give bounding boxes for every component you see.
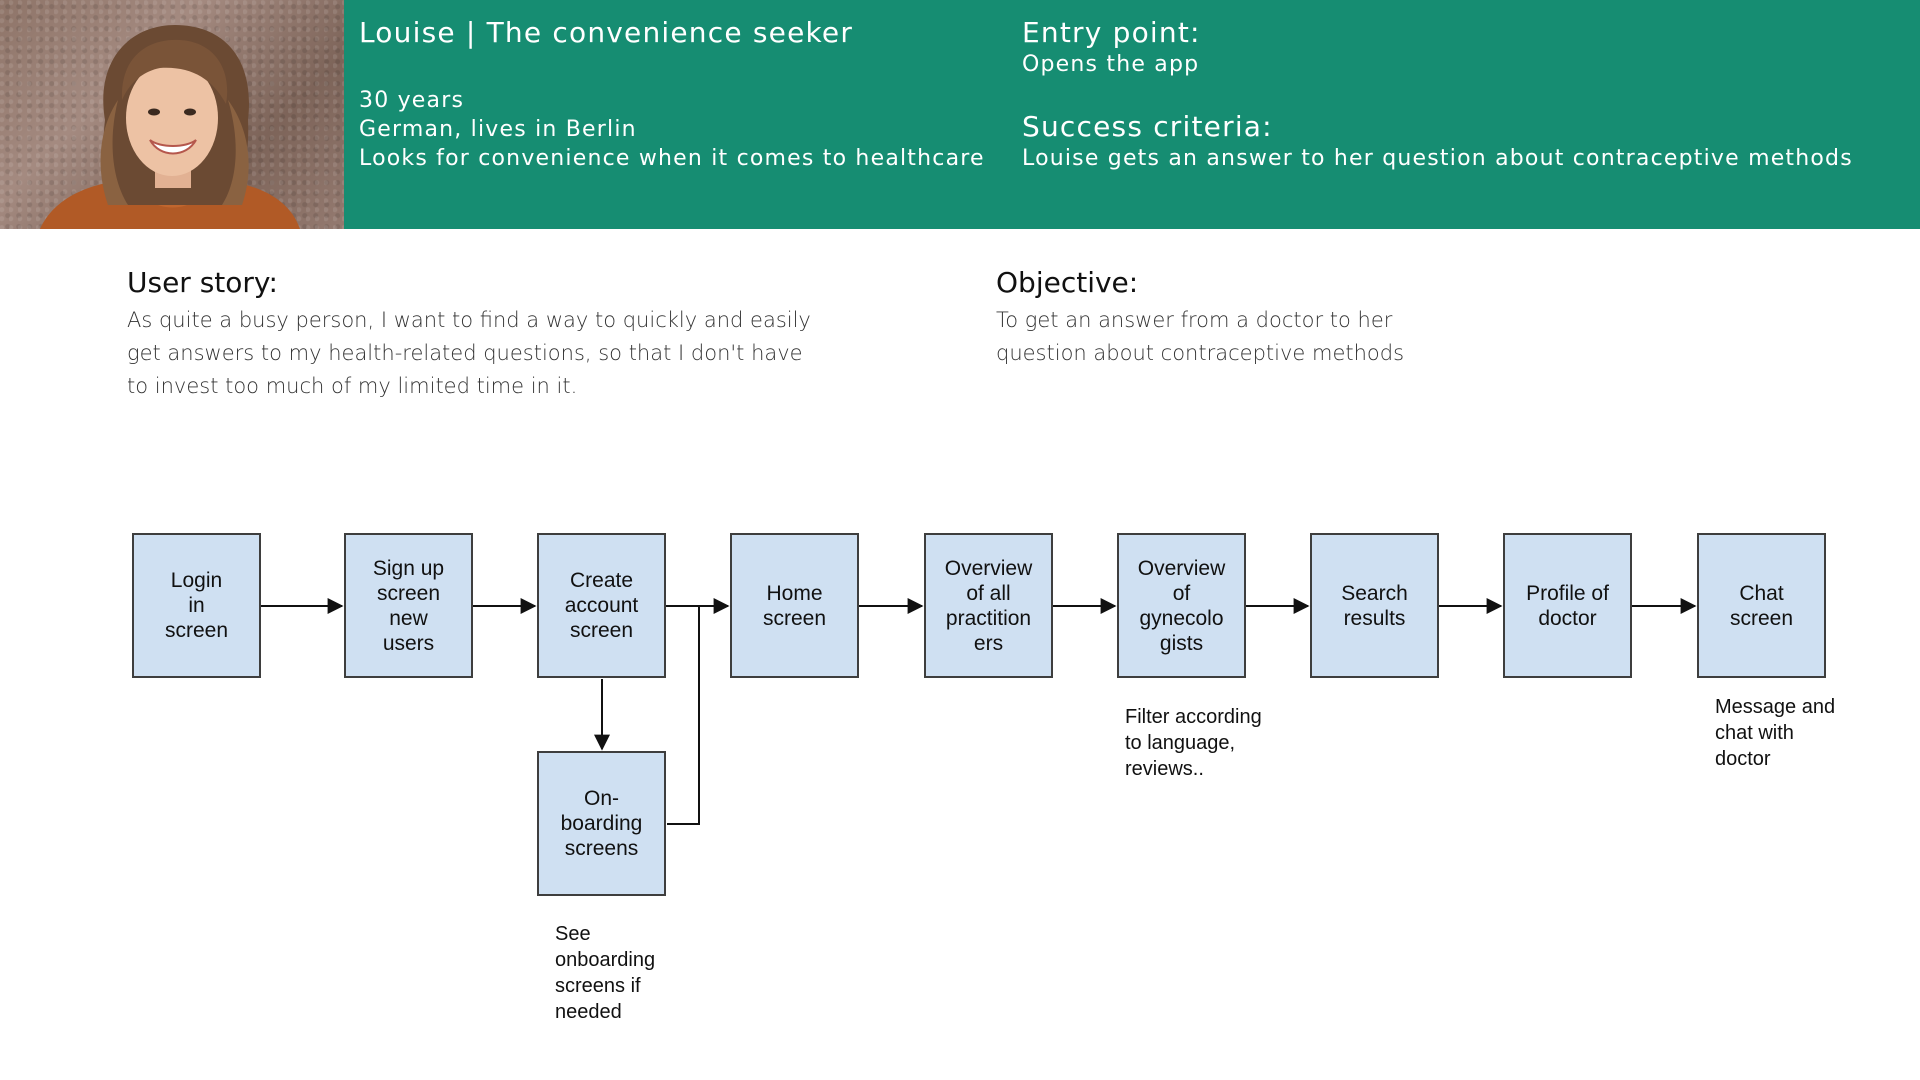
node-doctor-profile: Profile of doctor (1503, 533, 1632, 678)
entry-point-title: Entry point: (1022, 16, 1201, 49)
connector-onboarding-home (667, 606, 700, 825)
note-message-chat: Message and chat with doctor (1715, 696, 1836, 770)
node-login-screen: Login in screen (132, 533, 261, 678)
node-chat-screen: Chat screen (1697, 533, 1826, 678)
persona-age: 30 years (359, 88, 465, 113)
node-signup-screen: Sign up screen new users (344, 533, 473, 678)
user-story-title: User story: (127, 266, 278, 299)
persona-details: 30 years German, lives in Berlin Looks f… (359, 86, 985, 173)
node-practitioners-overview: Overview of all practition ers (924, 533, 1053, 678)
entry-point-value: Opens the app (1022, 52, 1200, 77)
node-gynecologists-overview: Overview of gynecolo gists (1117, 533, 1246, 678)
user-story-text: As quite a busy person, I want to find a… (127, 308, 811, 398)
objective-text: To get an answer from a doctor to her qu… (996, 308, 1405, 365)
note-onboarding: See onboarding screens if needed (555, 923, 656, 1023)
objective-title: Objective: (996, 266, 1139, 299)
node-onboarding-screens: On- boarding screens (537, 751, 666, 896)
node-search-results: Search results (1310, 533, 1439, 678)
success-criteria-value: Louise gets an answer to her question ab… (1022, 146, 1853, 171)
persona-trait: Looks for convenience when it comes to h… (359, 146, 985, 171)
node-home-screen: Home screen (730, 533, 859, 678)
persona-banner: Louise | The convenience seeker 30 years… (0, 0, 1920, 229)
note-filter: Filter according to language, reviews.. (1125, 706, 1262, 780)
persona-name: Louise | The convenience seeker (359, 16, 854, 49)
persona-photo (0, 0, 344, 229)
node-create-account-screen: Create account screen (537, 533, 666, 678)
success-criteria-title: Success criteria: (1022, 110, 1273, 143)
persona-origin: German, lives in Berlin (359, 117, 637, 142)
